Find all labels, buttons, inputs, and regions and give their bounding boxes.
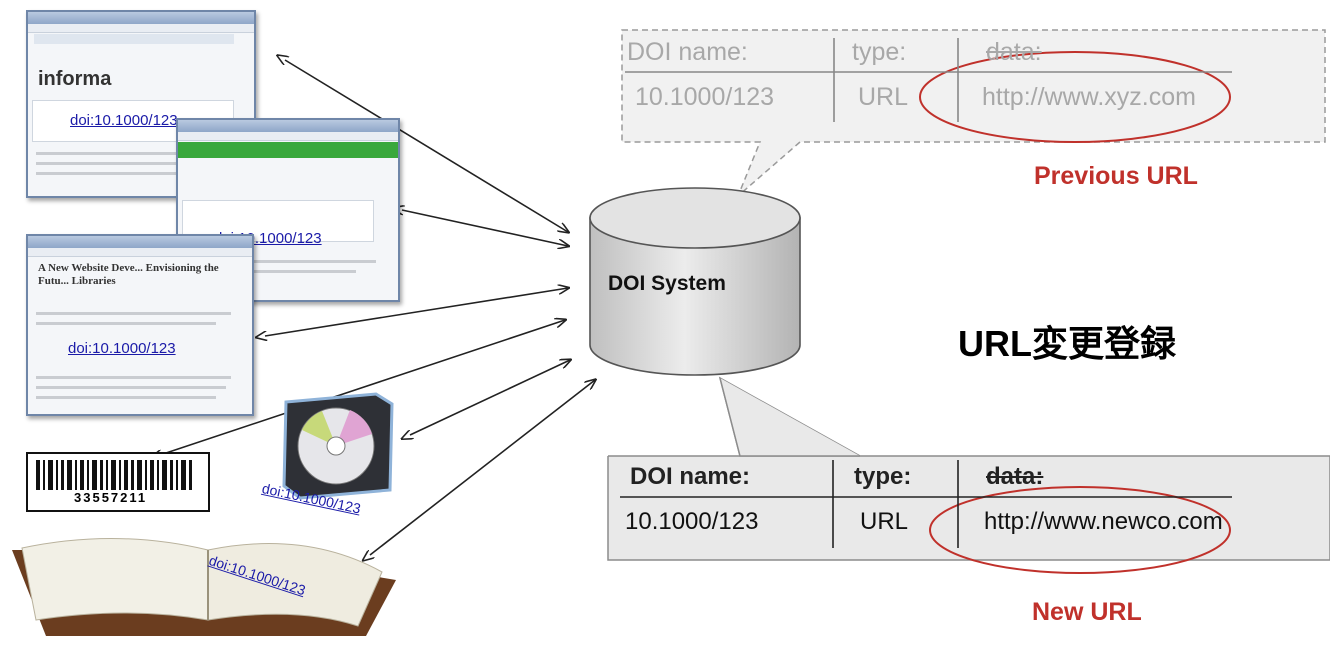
previous-url-highlight [919,51,1231,143]
url-change-title: URL変更登録 [958,323,1176,364]
prev-header-type: type: [852,38,907,66]
browser-window-blog: doi:10.1000/123 [176,118,400,302]
doi-system-label: DOI System [608,272,726,295]
new-header-type: type: [854,463,912,490]
browser-window-article: A New Website Deve... Envisioning the Fu… [26,234,254,416]
new-value-url: http://www.newco.com [984,508,1223,535]
article-headline: A New Website Deve... Envisioning the Fu… [38,262,219,287]
prev-header-doi-name: DOI name: [627,38,748,66]
new-url-highlight [929,486,1231,574]
previous-url-label: Previous URL [1034,162,1198,190]
new-header-data: data: [986,463,1044,490]
cd-case-icon [280,390,410,505]
new-value-doi-name: 10.1000/123 [625,508,759,535]
doi-system-cylinder [589,187,801,376]
new-table-lines [620,460,1232,548]
previous-table-lines [625,38,1232,122]
new-header-doi-name: DOI name: [630,463,751,490]
doi-link-window-1[interactable]: doi:10.1000/123 [70,112,178,129]
prev-header-data: data: [986,38,1042,66]
book-icon [6,510,406,649]
prev-value-doi-name: 10.1000/123 [635,83,775,111]
barcode-number: 33557211 [74,490,148,505]
doi-link-window-3[interactable]: doi:10.1000/123 [68,340,176,357]
informa-heading: informa [38,68,112,90]
new-value-type: URL [860,508,909,535]
new-url-label: New URL [1032,598,1142,626]
prev-value-url: http://www.xyz.com [982,83,1196,111]
barcode-icon: 33557211 [26,452,210,512]
prev-value-type: URL [858,83,909,111]
connector-arrows [160,60,595,555]
